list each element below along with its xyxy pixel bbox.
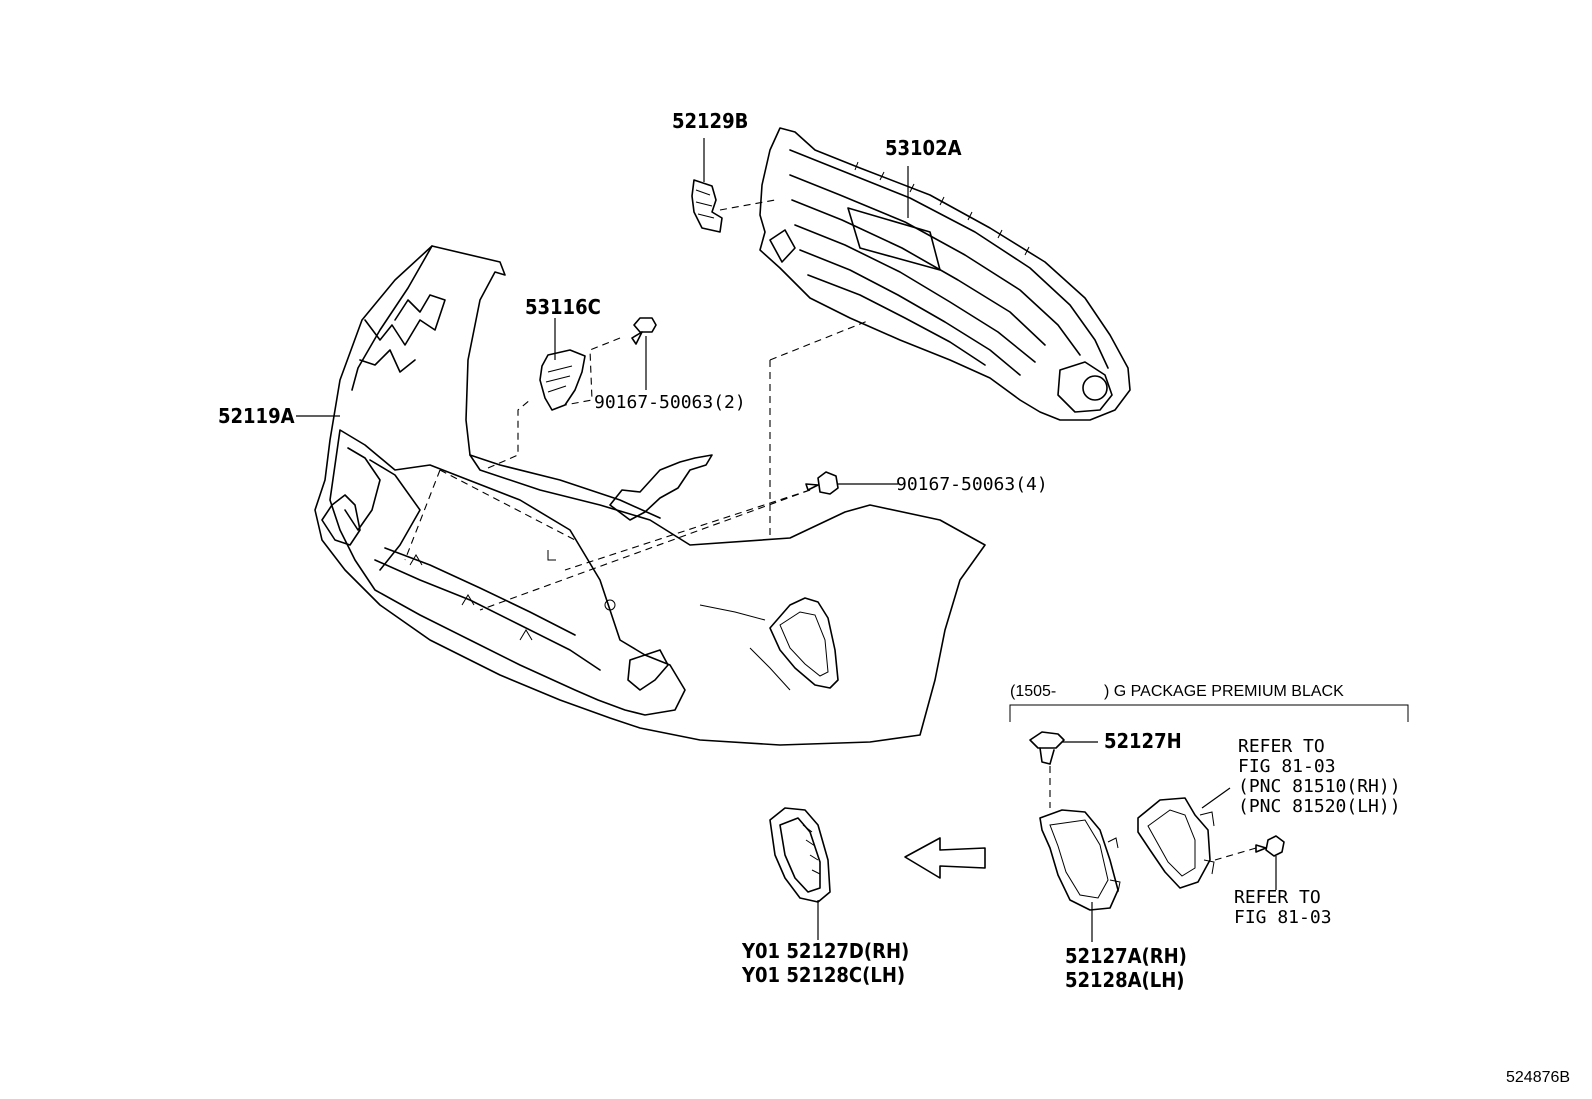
refer-lamp-line1: REFER TO bbox=[1238, 736, 1325, 757]
label-52127D: Y01 52127D(RH) bbox=[741, 939, 909, 963]
grille-icon bbox=[759, 127, 1131, 421]
fog-lamp-icon bbox=[1137, 797, 1215, 889]
clip-icon bbox=[1029, 731, 1065, 765]
label-90167-4: 90167-50063(4) bbox=[896, 474, 1048, 495]
variant-note: ) G PACKAGE PREMIUM BLACK bbox=[1104, 683, 1344, 700]
variant-bracket bbox=[1009, 704, 1409, 722]
bezel-icon bbox=[769, 807, 831, 903]
refer-screw-line2: FIG 81-03 bbox=[1234, 907, 1332, 928]
label-52129B: 52129B bbox=[672, 109, 748, 133]
label-53116C: 53116C bbox=[525, 295, 601, 319]
figure-id: 524876B bbox=[1506, 1069, 1570, 1086]
refer-lamp-line2: FIG 81-03 bbox=[1238, 756, 1336, 777]
assembly-lines bbox=[404, 199, 1257, 861]
label-53102A: 53102A bbox=[885, 136, 962, 160]
leader-lines bbox=[296, 138, 1277, 942]
label-90167-2: 90167-50063(2) bbox=[594, 392, 746, 413]
variant-date: (1505- bbox=[1010, 683, 1056, 700]
screw-icon bbox=[1255, 835, 1285, 857]
refer-lamp-line3: (PNC 81510(RH)) bbox=[1238, 776, 1401, 797]
fog-lamp-cover-icon bbox=[1039, 809, 1121, 911]
retainer-icon bbox=[691, 179, 723, 233]
refer-lamp-line4: (PNC 81520(LH)) bbox=[1238, 796, 1401, 817]
bumper-cover-icon bbox=[314, 245, 986, 746]
screw-icon bbox=[805, 471, 839, 495]
refer-screw-line1: REFER TO bbox=[1234, 887, 1321, 908]
screw-icon bbox=[631, 317, 657, 345]
label-52127H: 52127H bbox=[1104, 729, 1182, 753]
label-52127A: 52127A(RH) bbox=[1065, 944, 1187, 968]
bracket-icon bbox=[539, 349, 586, 411]
label-52128A: 52128A(LH) bbox=[1065, 968, 1185, 992]
arrow-left-icon bbox=[904, 837, 986, 879]
label-52119A: 52119A bbox=[218, 404, 295, 428]
label-52128C: Y01 52128C(LH) bbox=[741, 963, 905, 987]
